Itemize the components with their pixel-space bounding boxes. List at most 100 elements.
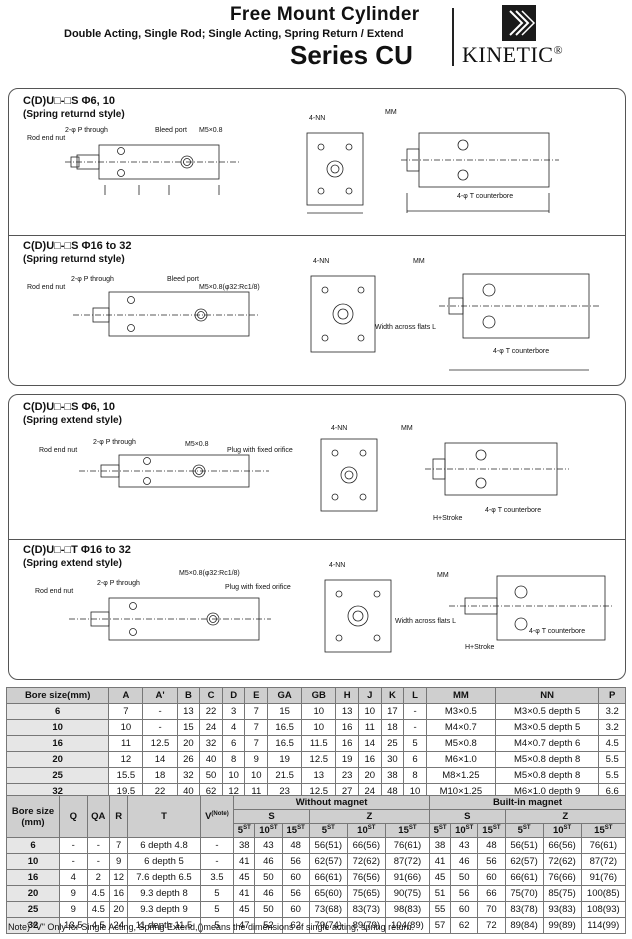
stroke-value: 15 <box>482 825 493 837</box>
table-cell: 76(61) <box>580 837 627 854</box>
block-style-note: (Spring extend style) <box>23 415 122 426</box>
table-cell: 56(51) <box>504 837 544 854</box>
s-header: S <box>233 809 310 824</box>
table-cell: M4×0.7 depth 6 <box>494 735 600 752</box>
bore-size-cell: 20 <box>6 885 60 902</box>
table-cell: 87(72) <box>580 853 627 870</box>
z-header: Z <box>308 809 431 824</box>
table1-header: A <box>108 687 144 704</box>
stroke-header: 10ST <box>346 823 386 838</box>
stroke-unit: ST <box>522 824 531 831</box>
page-subtitle: Double Acting, Single Rod; Single Acting… <box>64 28 404 40</box>
table-cell: 56 <box>450 885 479 902</box>
drawing-6-10-extend <box>79 438 569 512</box>
qa-header: QA <box>86 795 111 838</box>
stroke-value: 5 <box>321 825 328 837</box>
mm-label: MM <box>401 425 413 432</box>
table-cell: 48 <box>477 837 506 854</box>
table-cell: 56(51) <box>308 837 348 854</box>
table1-header: A' <box>142 687 178 704</box>
table1-header: GB <box>301 687 337 704</box>
stroke-unit: ST <box>297 824 305 831</box>
table-cell: 11 <box>357 719 382 736</box>
table-cell: 10 <box>244 767 269 784</box>
table-cell: 8 <box>221 751 246 768</box>
stroke-unit: ST <box>367 824 376 831</box>
table-cell: 9 <box>244 751 269 768</box>
p-through-label: 2-φ P through <box>97 580 140 587</box>
stroke-unit: ST <box>604 824 613 831</box>
table-cell: 85(75) <box>542 885 582 902</box>
h-stroke-label: H+Stroke <box>433 515 463 522</box>
table-cell: 10 <box>301 719 337 736</box>
bore-size-cell: 20 <box>5 751 110 768</box>
table1-header: H <box>335 687 359 704</box>
table-cell: 108(93) <box>580 901 627 918</box>
block-title: C(D)U□-□S Φ16 to 32 <box>23 240 132 252</box>
table-cell: 65(60) <box>308 885 348 902</box>
table-cell: 9 <box>109 853 129 870</box>
table-cell: 62 <box>450 917 479 934</box>
table-cell: 46 <box>254 885 283 902</box>
nn-label: 4-NN <box>331 425 348 432</box>
table-cell: 45 <box>233 869 256 886</box>
table-cell: 14 <box>142 751 178 768</box>
table-cell: 16.5 <box>267 719 303 736</box>
table1-header: GA <box>267 687 303 704</box>
bore-size-cell: 6 <box>6 837 60 854</box>
table-cell: 43 <box>254 837 283 854</box>
table1-header: MM <box>425 687 496 704</box>
nn-label: 4-NN <box>309 115 326 122</box>
q-header: Q <box>59 795 88 838</box>
table-cell: 9 <box>59 885 88 902</box>
block-style-note: (Spring returnd style) <box>23 254 125 265</box>
table-cell: 60 <box>281 901 310 918</box>
table-cell: 90(75) <box>384 885 431 902</box>
plug-label: Plug with fixed orifice <box>225 584 291 591</box>
table-cell: 9.3 depth 9 <box>127 901 201 918</box>
table1-header: K <box>380 687 405 704</box>
table-cell: 4 <box>59 869 88 886</box>
t-counterbore-label: 4-φ T counterbore <box>529 628 586 635</box>
m5-label: M5×0.8 <box>199 127 223 134</box>
table-cell: 10 <box>221 767 246 784</box>
table-cell: 4.5 <box>86 885 111 902</box>
table-cell: 41 <box>429 853 452 870</box>
drawing-6-10-return <box>65 132 559 214</box>
stroke-unit: ST <box>563 824 572 831</box>
table-cell: 10 <box>301 703 337 720</box>
bore-size-cell: 10 <box>6 853 60 870</box>
table-cell: 56 <box>477 853 506 870</box>
table-cell: 13.5 <box>59 917 88 934</box>
table-cell: 4.5 <box>86 901 111 918</box>
table-cell: 15 <box>267 703 303 720</box>
h-stroke-label: H+Stroke <box>465 644 495 651</box>
table-cell: 66(61) <box>504 869 544 886</box>
stroke-value: 5 <box>433 825 439 837</box>
m5-label: M5×0.8 <box>185 441 209 448</box>
table-cell: 48 <box>281 837 310 854</box>
bore-size-cell: 25 <box>6 901 60 918</box>
without-magnet-header: Without magnet <box>233 795 431 810</box>
plug-label: Plug with fixed orifice <box>227 447 293 454</box>
table-cell: 7 <box>244 735 269 752</box>
m5-32-label: M5×0.8(φ32:Rc1/8) <box>199 284 260 291</box>
stroke-value: 10 <box>357 825 368 837</box>
table-cell: M4×0.7 <box>425 719 496 736</box>
stroke-header: 5ST <box>233 823 256 838</box>
table-cell: 16 <box>357 751 382 768</box>
table-cell: 5.5 <box>598 767 626 784</box>
table-cell: 22 <box>199 703 223 720</box>
table-cell: 104(89) <box>384 917 431 934</box>
table-cell: 38 <box>429 837 452 854</box>
stroke-header: 5ST <box>504 823 544 838</box>
stroke-header: 15ST <box>477 823 506 838</box>
s-header: S <box>429 809 506 824</box>
table-cell: - <box>59 853 88 870</box>
table-cell: 91(76) <box>580 869 627 886</box>
stroke-value: 5 <box>517 825 523 837</box>
table1-header: Bore size(mm) <box>5 687 110 704</box>
